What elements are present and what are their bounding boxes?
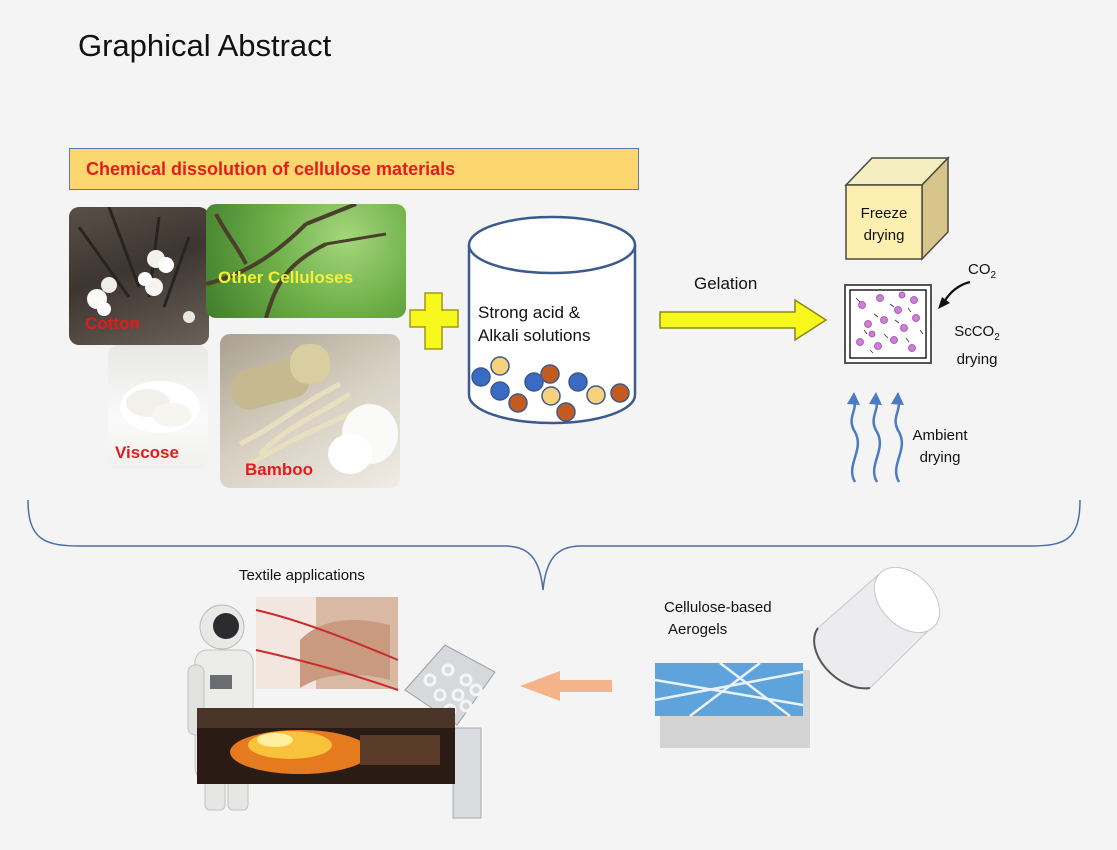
- aerogels-label: Cellulose-based Aerogels: [664, 597, 772, 641]
- ambient-drying-line1: Ambient: [912, 427, 968, 444]
- aerogels-line1: Cellulose-based: [664, 599, 772, 616]
- knit-fabric-illustration: [404, 644, 496, 819]
- co2-label: CO2: [968, 259, 996, 287]
- solution-label-line2: Alkali solutions: [478, 326, 591, 345]
- plus-icon: [409, 292, 459, 350]
- aerogels-line2: Aerogels: [668, 621, 728, 638]
- application-arrow: [520, 671, 612, 701]
- cotton-label: Cotton: [85, 314, 140, 333]
- fire-sofa-photo: [197, 708, 455, 784]
- bamboo-photo: Bamboo: [220, 334, 400, 488]
- scco2-drying-label: ScCO2 drying: [944, 321, 1010, 371]
- bamboo-label: Bamboo: [245, 460, 313, 479]
- viscose-label: Viscose: [115, 443, 179, 462]
- gelation-arrow: [659, 298, 828, 342]
- tree-branches-illustration: [206, 204, 387, 318]
- solution-label-line1: Strong acid &: [478, 303, 581, 322]
- viscose-fiber-illustration: [120, 381, 200, 433]
- other-celluloses-label: Other Celluloses: [218, 268, 354, 287]
- scco2-line2: drying: [956, 351, 998, 368]
- co2-arrow: [938, 280, 971, 309]
- co2-subscript: 2: [990, 270, 997, 281]
- bamboo-fiber-illustration: [230, 344, 398, 474]
- cotton-photo: Cotton: [69, 207, 209, 345]
- solution-cylinder: [467, 215, 637, 425]
- scco2-text: ScCO: [954, 323, 995, 340]
- freeze-drying-line2: drying: [863, 227, 905, 244]
- scco2-subscript: 2: [994, 332, 1000, 343]
- other-celluloses-photo: Other Celluloses: [206, 204, 406, 318]
- grouping-brace: [27, 499, 1081, 591]
- solution-label: Strong acid & Alkali solutions: [478, 301, 590, 347]
- freeze-drying-label: Freeze drying: [852, 203, 916, 247]
- banner-text: Chemical dissolution of cellulose materi…: [86, 159, 456, 179]
- solution-particles: [471, 356, 630, 422]
- viscose-photo: Viscose: [108, 345, 208, 469]
- ambient-drying-line2: drying: [919, 449, 961, 466]
- co2-text: CO: [968, 261, 991, 278]
- page-title: Graphical Abstract: [78, 28, 332, 63]
- freeze-drying-cube: [844, 156, 950, 261]
- scco2-line1: ScCO2: [944, 321, 1010, 349]
- aerogel-network-box: [844, 284, 932, 364]
- ambient-drying-label: Ambient drying: [904, 425, 976, 469]
- textile-applications-label: Textile applications: [239, 567, 365, 584]
- gelation-label: Gelation: [694, 274, 758, 293]
- fabric-photo: [255, 597, 399, 691]
- ambient-drying-arrowheads: [847, 392, 904, 405]
- ambient-drying-arrows: [850, 399, 904, 483]
- freeze-drying-line1: Freeze: [860, 205, 908, 222]
- aerogel-blanket: [654, 662, 810, 748]
- section-banner: Chemical dissolution of cellulose materi…: [69, 148, 639, 190]
- aerogel-cylinder: [813, 566, 941, 690]
- cotton-illustration: [77, 207, 195, 323]
